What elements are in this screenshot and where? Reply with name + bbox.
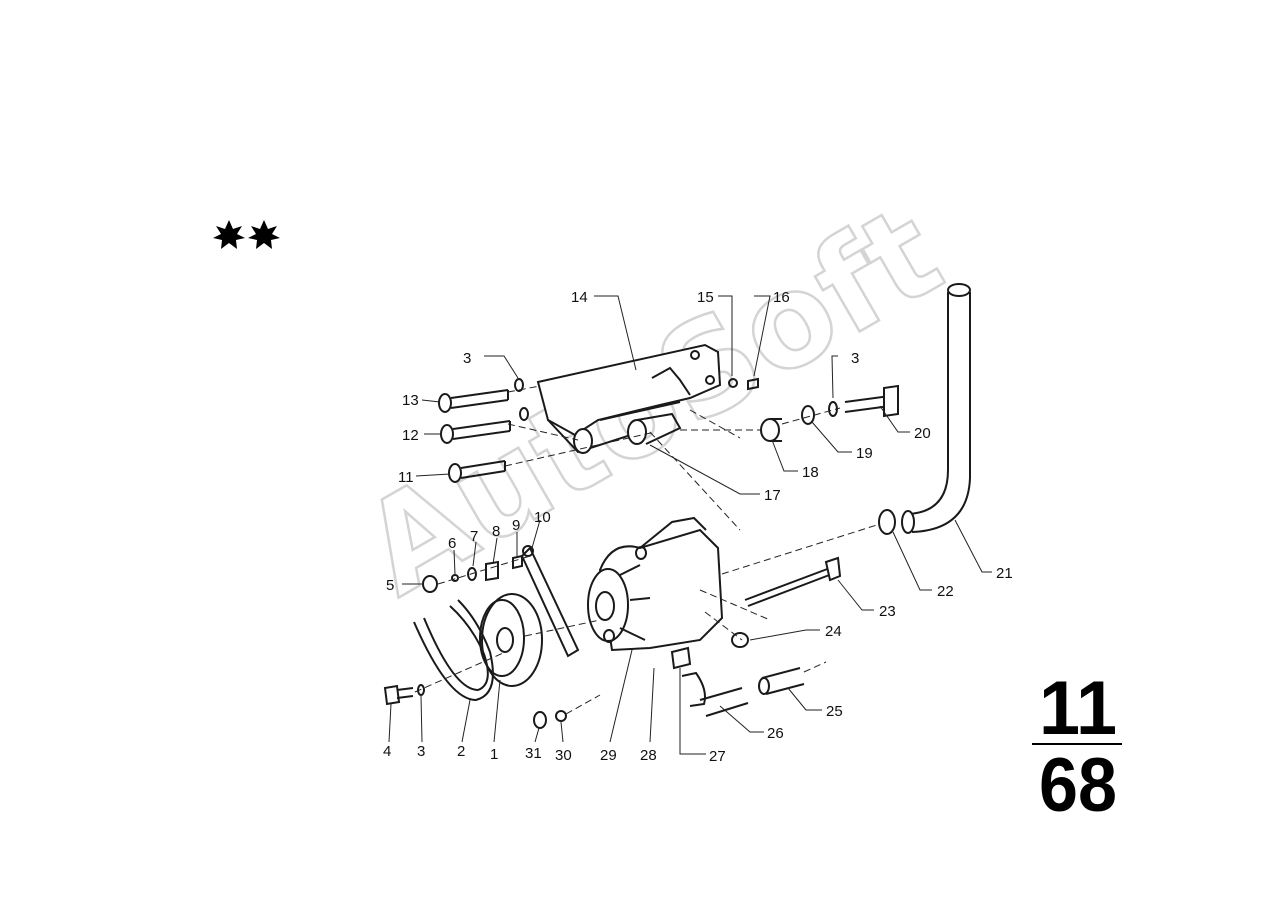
callout-15: 15 [697,289,714,306]
callout-21: 21 [996,565,1013,582]
callout-3-upper-left: 3 [463,350,471,367]
callout-22: 22 [937,583,954,600]
callout-30: 30 [555,747,572,764]
callout-19: 19 [856,445,873,462]
callout-13: 13 [402,392,419,409]
callout-24: 24 [825,623,842,640]
callout-29: 29 [600,747,617,764]
page-number: 11 68 [1032,666,1122,828]
callout-31: 31 [525,745,542,762]
star-markers [213,220,280,249]
drawing [383,283,971,729]
page-number-bottom: 68 [1039,743,1117,828]
star-icon [213,220,245,249]
callout-20: 20 [914,425,931,442]
callout-2: 2 [457,743,465,760]
callout-28: 28 [640,747,657,764]
callout-9: 9 [512,517,520,534]
callout-14: 14 [571,289,588,306]
callout-4: 4 [383,743,391,760]
star-icon [248,220,280,249]
callout-23: 23 [879,603,896,620]
page-number-top: 11 [1039,666,1117,751]
callout-27: 27 [709,748,726,765]
callout-12: 12 [402,427,419,444]
callout-26: 26 [767,725,784,742]
callout-8: 8 [492,523,500,540]
callout-25: 25 [826,703,843,720]
callout-16: 16 [773,289,790,306]
callout-11: 11 [398,469,414,486]
callout-7: 7 [470,528,478,545]
leader-lines [388,295,992,755]
callout-10: 10 [534,509,551,526]
callout-6: 6 [448,535,456,552]
callout-1: 1 [490,746,498,763]
callout-5: 5 [386,577,394,594]
callout-3-upper-right: 3 [851,350,859,367]
callout-17: 17 [764,487,781,504]
callout-18: 18 [802,464,819,481]
callout-labels: 14 15 16 3 13 12 11 3 20 19 18 17 10 9 8… [383,289,1013,765]
callout-3-lower: 3 [417,743,425,760]
